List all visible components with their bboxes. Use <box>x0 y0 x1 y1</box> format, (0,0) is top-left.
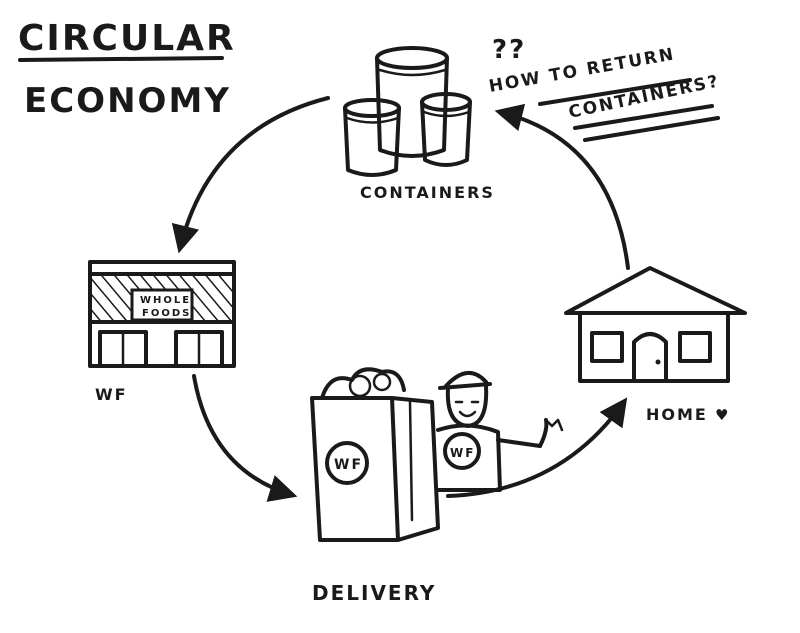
arrow-store-to-delivery <box>192 374 298 502</box>
delivery-bag-icon <box>310 367 440 542</box>
arrow-home-to-containers <box>494 103 630 270</box>
delivery-label: DELIVERY <box>312 581 436 605</box>
store-label: WF <box>95 385 128 404</box>
home-heart: ♥ <box>715 406 730 424</box>
containers-label: CONTAINERS <box>360 183 495 202</box>
delivery-person-icon <box>436 371 564 492</box>
title-line2: ECONOMY <box>24 81 231 121</box>
arrow-delivery-to-home <box>446 397 628 498</box>
question-underline-3 <box>583 116 720 142</box>
house-icon <box>564 266 747 383</box>
question-marks: ?? <box>492 35 526 65</box>
title-underline <box>18 56 224 62</box>
bag-logo-text: WF <box>334 457 363 473</box>
question-underline-1 <box>538 78 692 106</box>
store-sign-line1: WHOLE <box>140 295 191 306</box>
home-label: HOME <box>646 405 708 424</box>
store-icon <box>88 260 236 368</box>
arrow-containers-to-store <box>171 96 330 254</box>
question-underline-2 <box>573 104 714 130</box>
shirt-logo-text: WF <box>450 446 475 460</box>
containers-icon <box>343 46 472 177</box>
store-sign-line2: FOODS <box>142 308 191 319</box>
title-line1: CIRCULAR <box>18 18 236 59</box>
